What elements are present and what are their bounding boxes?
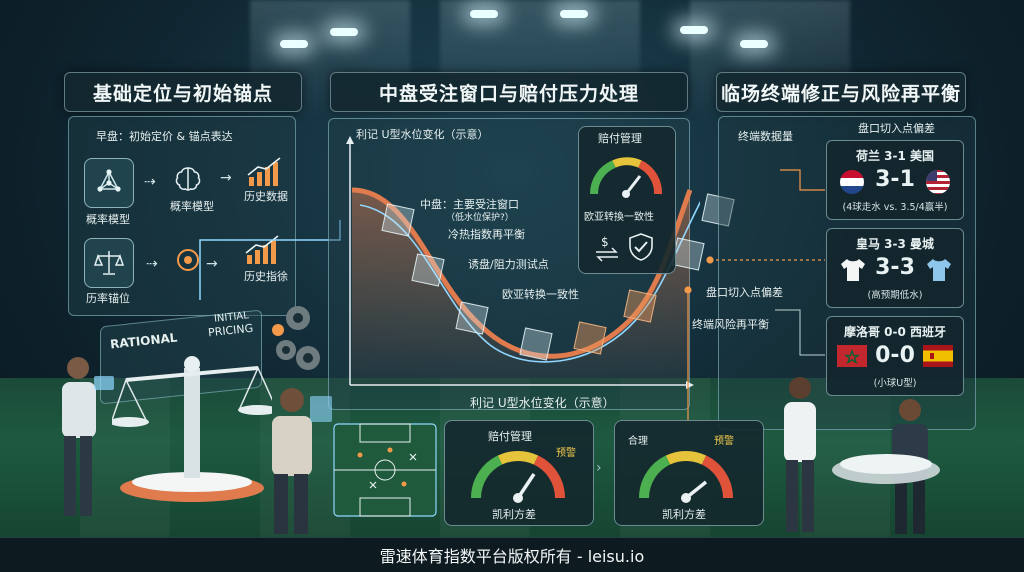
- usa-flag-icon: [926, 170, 950, 194]
- arrow-right-icon: →: [206, 256, 218, 272]
- header-left: 基础定位与初始锚点: [64, 72, 302, 112]
- analyst-figure: [62, 357, 114, 516]
- exchange-icon: $: [596, 235, 618, 262]
- chart-title: 利记 U型水位变化（示意）: [356, 128, 489, 141]
- gauge1-caption: 凯利方差: [492, 508, 536, 521]
- balance-scale-icon: [112, 356, 272, 502]
- payout-box-title: 赔付管理: [598, 132, 642, 145]
- cube-marker-orange: [573, 321, 607, 355]
- arrow-right-icon: ›: [596, 460, 602, 476]
- growth-chart-icon: [245, 235, 279, 264]
- tactics-board-icon: [333, 423, 437, 517]
- node-label-2: 概率模型: [170, 200, 214, 213]
- payout-management-box: [578, 126, 676, 274]
- analyst-figure: [272, 388, 332, 534]
- header-right-text: 临场终端修正与风险再平衡: [720, 82, 961, 105]
- node-history-data: [240, 148, 288, 196]
- match-score: 0-0: [875, 343, 915, 368]
- netherlands-flag-icon: [840, 170, 864, 194]
- shield-check-icon: [629, 233, 653, 261]
- match-card-3: 摩洛哥 0-0 西班牙 0-0 (小球U型): [826, 316, 964, 396]
- cut-point-deviation-label: 盘口切入点偏差: [858, 122, 935, 135]
- match-note: (小球U型): [873, 378, 917, 389]
- growth-chart-icon: [247, 157, 281, 186]
- blue-jersey-icon: [927, 259, 951, 281]
- payout-gauge: [589, 157, 662, 198]
- footer-text: 雷速体育指数平台版权所有 - leisu.io: [379, 547, 645, 566]
- header-middle: 中盘受注窗口与赔付压力处理: [330, 72, 688, 112]
- terminal-data-label: 终端数据量: [738, 130, 793, 143]
- header-middle-text: 中盘受注窗口与赔付压力处理: [378, 82, 639, 105]
- cube-marker-orange: [623, 289, 657, 323]
- label-main-window: 中盘：主要受注窗口: [420, 198, 519, 211]
- match-card-2: 皇马 3-3 曼城 3-3 (高预期低水): [826, 228, 964, 308]
- cube-marker: [519, 327, 553, 361]
- match-note: (高预期低水): [867, 290, 923, 301]
- gauge-box-1: [444, 420, 594, 526]
- gauge2-ok: 合理: [628, 436, 648, 447]
- header-right: 临场终端修正与风险再平衡: [716, 72, 966, 112]
- payout-box-label: 欧亚转換一致性: [584, 212, 654, 223]
- header-left-text: 基础定位与初始锚点: [92, 82, 273, 105]
- node-label-3: 历史数据: [244, 190, 288, 203]
- spain-flag-icon: [923, 345, 953, 367]
- match-title: 皇马 3-3 曼城: [855, 237, 935, 251]
- arrow-right-icon: ⇢: [144, 174, 156, 190]
- cube-marker: [411, 253, 445, 287]
- white-jersey-icon: [841, 259, 865, 281]
- label-consistency: 欧亚转换一致性: [502, 288, 579, 301]
- svg-text:$: $: [601, 235, 609, 249]
- gauge2-warning: 预警: [714, 436, 734, 447]
- hologram-pedestal: [832, 454, 940, 484]
- gauge2-caption: 凯利方差: [662, 508, 706, 521]
- arrow-right-icon: ⇢: [146, 256, 158, 272]
- anchor-point-icon: [177, 249, 199, 271]
- footer-copyright: 雷速体育指数平台版权所有 - leisu.io: [0, 537, 1024, 572]
- label-low-water: （低水位保护?）: [446, 213, 514, 223]
- analyst-figure: [784, 377, 816, 532]
- node-scale-anchor: [84, 238, 134, 288]
- node-label-4: 历率锚位: [86, 292, 130, 305]
- brain-icon: [175, 167, 201, 191]
- terminal-risk-label: 终端风险再平衡: [692, 318, 769, 331]
- match-title: 荷兰 3-1 美国: [855, 149, 935, 163]
- match-score: 3-1: [875, 167, 915, 192]
- label-rebalance: 冷热指数再平衡: [448, 228, 525, 241]
- morocco-flag-icon: [837, 345, 867, 367]
- chart-caption: 利记 U型水位变化（示意）: [470, 396, 615, 410]
- node-probability-brain: [164, 156, 212, 204]
- scale-icon: [93, 251, 125, 275]
- cut-point-label-2: 盘口切入点偏差: [706, 286, 783, 299]
- right-connectors: [684, 169, 825, 425]
- left-panel-title: 早盘：初始定价 & 锚点表达: [96, 130, 233, 143]
- flow-connector: [199, 220, 341, 300]
- node-label-1: 概率模型: [86, 213, 130, 226]
- arrow-right-icon: →: [220, 170, 232, 186]
- network-icon: [97, 169, 121, 192]
- node-probability-network: [84, 158, 134, 208]
- kelly-gauge-2: [638, 451, 734, 503]
- cube-marker: [455, 301, 489, 335]
- match-title: 摩洛哥 0-0 西班牙: [843, 325, 947, 339]
- match-score: 3-3: [875, 255, 915, 280]
- gauge-box-2: [614, 420, 764, 526]
- cube-marker: [381, 203, 415, 237]
- node-history-index: [238, 226, 286, 274]
- kelly-gauge-1: [470, 451, 566, 503]
- match-card-1: 荷兰 3-1 美国 3-1 (4球走水 vs. 3.5/4赢半): [826, 140, 964, 220]
- label-test-point: 诱盘/阻力测试点: [468, 258, 549, 271]
- gauge1-title: 赔付管理: [488, 430, 532, 443]
- gear-icon: [272, 306, 320, 370]
- node-label-5: 历史指徐: [244, 270, 288, 283]
- gauge1-warning: 预警: [556, 448, 576, 459]
- match-note: (4球走水 vs. 3.5/4赢半): [842, 202, 948, 213]
